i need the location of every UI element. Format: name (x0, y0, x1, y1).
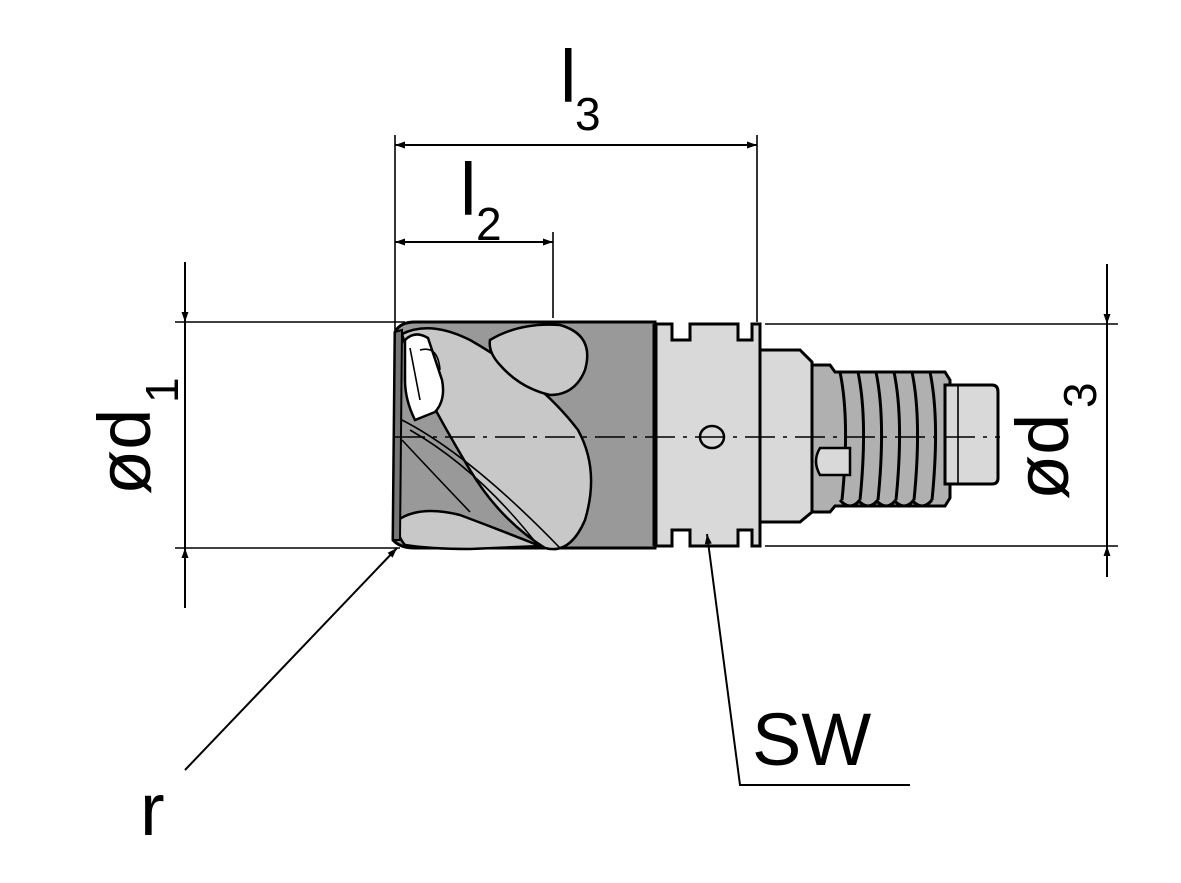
r-leader-line (184, 547, 398, 771)
r-label: r (140, 768, 165, 851)
shoulder (758, 348, 814, 524)
cutting-edge-tip (403, 333, 445, 422)
thread-section (810, 363, 952, 514)
l3-label: l (560, 35, 576, 118)
sw-label: SW (752, 698, 871, 781)
d1-subscript: 1 (136, 377, 188, 403)
pilot-end (943, 383, 1000, 486)
d1-label: ød (83, 409, 166, 495)
d1-label-group: ød 1 (83, 377, 188, 495)
tip-face (391, 328, 404, 541)
d3-subscript: 3 (1054, 382, 1106, 408)
flute-3 (396, 509, 541, 551)
milling-head (391, 320, 657, 551)
l3-subscript: 3 (575, 88, 601, 140)
d3-label: ød (1001, 414, 1084, 500)
neck-section (652, 322, 762, 548)
flute-2 (488, 323, 589, 397)
thread-slot (814, 446, 852, 477)
l2-label: l (460, 148, 476, 231)
l2-subscript: 2 (476, 198, 502, 250)
sw-leader-line (704, 533, 910, 786)
d3-label-group: ød 3 (1001, 382, 1106, 500)
thread-flanks (838, 371, 938, 508)
